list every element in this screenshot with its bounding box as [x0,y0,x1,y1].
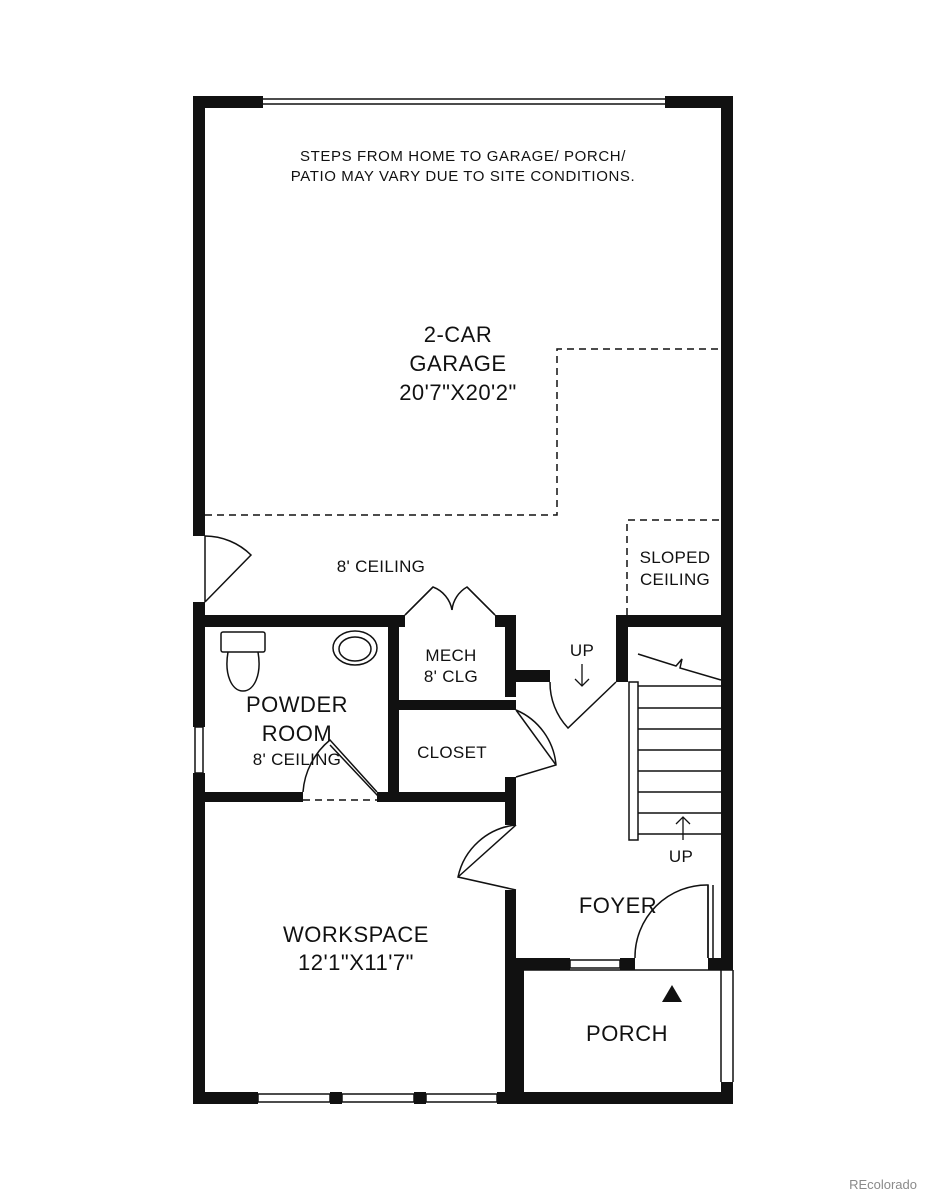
powder-room-ceiling: 8' CEILING [253,750,341,769]
foyer-label: FOYER [579,893,657,918]
workspace-dimensions: 12'1"X11'7" [298,950,414,975]
stairs[interactable] [628,653,722,841]
sloped-ceiling-line1: SLOPED [640,548,711,567]
entry-arrow-icon [662,985,682,1002]
site-note-line2: PATIO MAY VARY DUE TO SITE CONDITIONS. [291,168,636,185]
workspace-label: WORKSPACE [283,922,429,947]
closet-label: CLOSET [417,743,487,762]
doors [204,535,714,959]
porch-outline [524,969,734,1082]
workspace-windows [257,1093,498,1103]
powder-room-line2: ROOM [262,721,332,746]
stair-up-arrows [574,664,691,840]
powder-window [194,726,204,774]
stair-up-label-top: UP [570,641,594,660]
toilet-icon [220,631,266,692]
sink-icon [332,630,378,666]
mech-label-line1: MECH [425,646,476,665]
mech-label-line2: 8' CLG [424,667,478,686]
garage-dimensions: 20'7"X20'2" [399,380,517,405]
exterior-walls [193,96,733,1104]
interior-walls [193,615,733,1104]
porch-label: PORCH [586,1021,668,1046]
dashed-outlines [205,348,721,801]
garage-door-opening [263,98,665,105]
sloped-ceiling-line2: CEILING [640,570,710,589]
powder-room-line1: POWDER [246,692,348,717]
foyer-window [569,959,621,969]
site-note-line1: STEPS FROM HOME TO GARAGE/ PORCH/ [300,148,626,165]
watermark-text: REcolorado [849,1177,917,1192]
stair-up-label-bottom: UP [669,847,693,866]
garage-label-line2: GARAGE [409,351,506,376]
garage-ceiling-label: 8' CEILING [337,557,425,576]
garage-label-line1: 2-CAR [424,322,493,347]
